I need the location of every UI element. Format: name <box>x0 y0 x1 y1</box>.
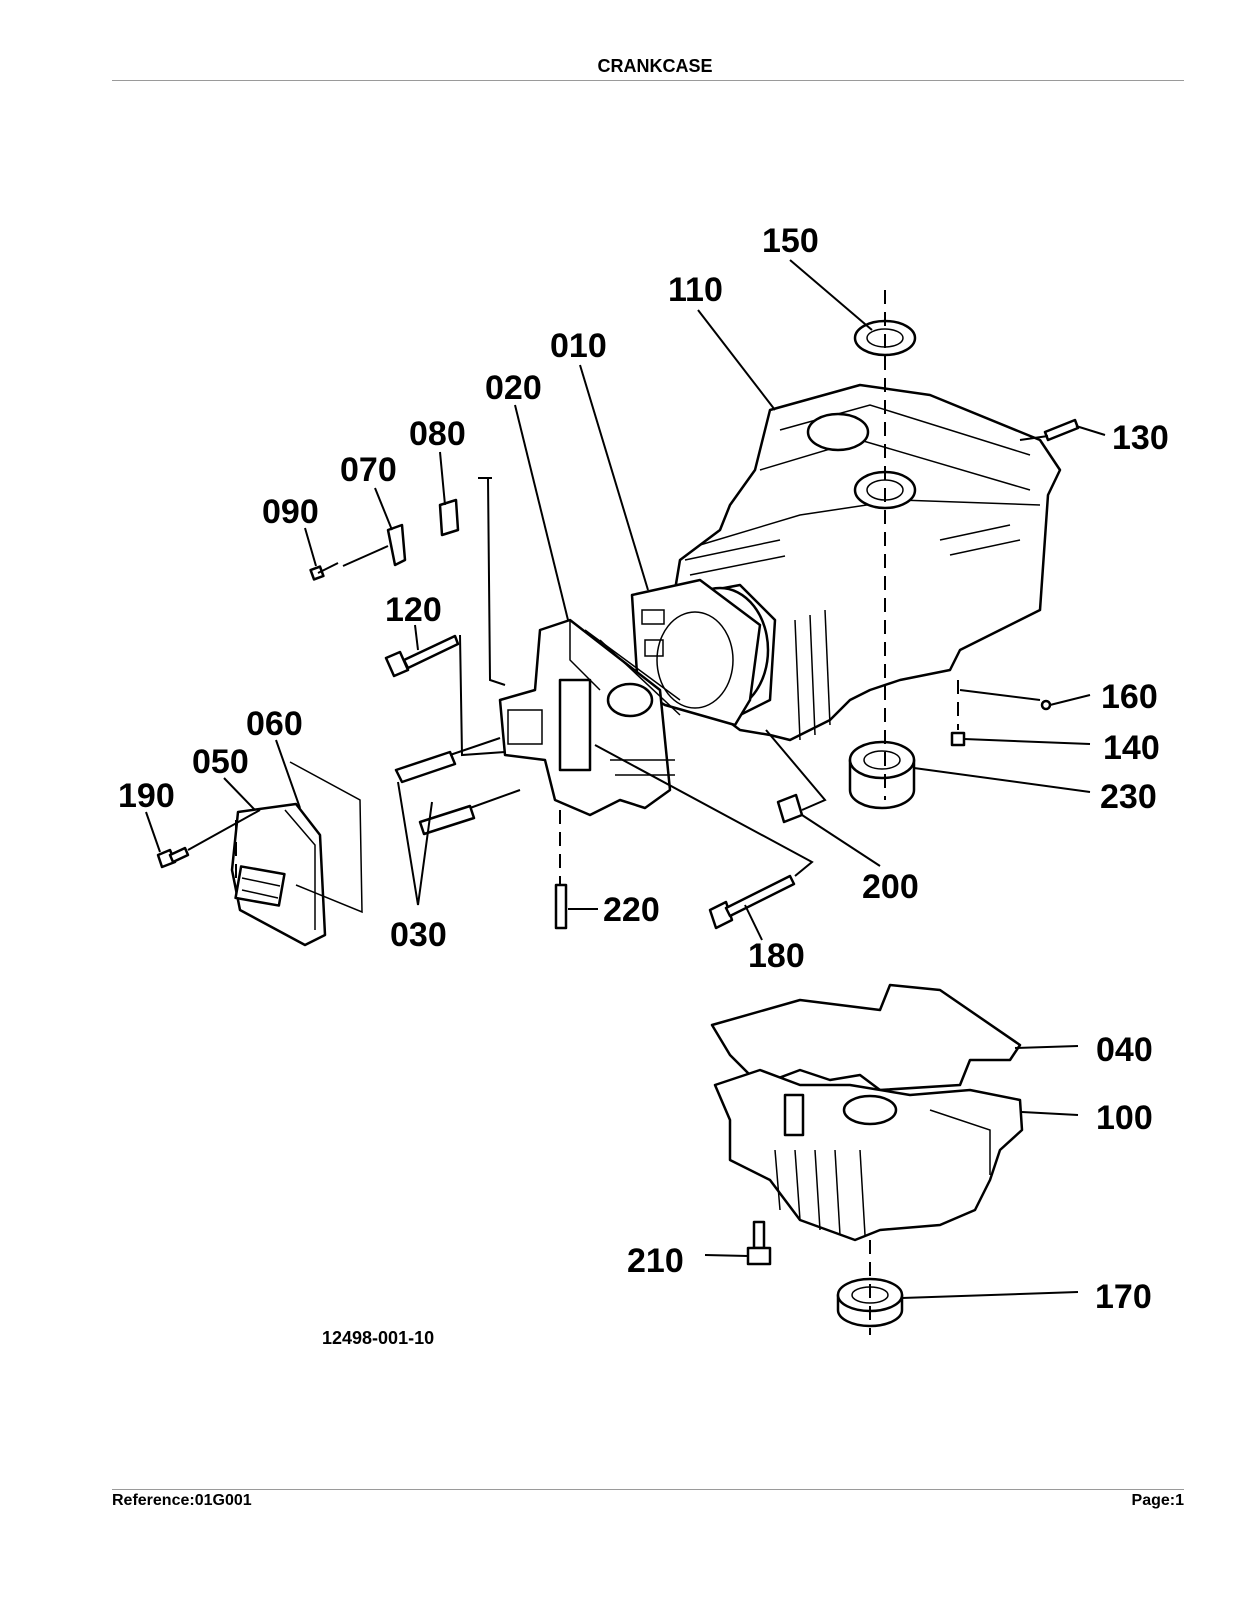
rocker-cover-gasket <box>289 761 363 914</box>
leader-lines <box>145 259 1106 1299</box>
callout-140: 140 <box>1103 729 1160 767</box>
footer-reference: Reference:01G001 <box>112 1492 252 1509</box>
callout-230: 230 <box>1100 778 1157 816</box>
callout-150: 150 <box>762 222 819 260</box>
callout-220: 220 <box>603 891 660 929</box>
header-divider <box>112 80 1184 81</box>
callout-100: 100 <box>1096 1099 1153 1137</box>
callout-050: 050 <box>192 743 249 781</box>
oil-pan <box>713 1068 1024 1242</box>
callout-130: 130 <box>1112 419 1169 457</box>
callout-090: 090 <box>262 493 319 531</box>
callout-020: 020 <box>485 369 542 407</box>
rocker-cover <box>230 802 327 947</box>
callout-170: 170 <box>1095 1278 1152 1316</box>
footer-page-number: Page:1 <box>1131 1492 1184 1509</box>
figure-reference: 12498-001-10 <box>322 1328 434 1348</box>
page-title: CRANKCASE <box>597 56 713 76</box>
callout-070: 070 <box>340 451 397 489</box>
callout-labels: 150 110 010 020 080 070 090 130 120 060 … <box>118 222 1169 1316</box>
callout-120: 120 <box>385 591 442 629</box>
callout-080: 080 <box>409 415 466 453</box>
assembly-lines <box>187 290 959 1335</box>
callout-160: 160 <box>1101 678 1158 716</box>
bolts-and-studs <box>156 418 1080 1266</box>
callout-210: 210 <box>627 1242 684 1280</box>
callout-190: 190 <box>118 777 175 815</box>
footer-divider <box>112 1489 1184 1490</box>
callout-200: 200 <box>862 868 919 906</box>
cylinder-head <box>498 618 681 817</box>
ball-bearing <box>848 740 916 810</box>
callout-010: 010 <box>550 327 607 365</box>
callout-060: 060 <box>246 705 303 743</box>
callout-110: 110 <box>668 271 723 309</box>
callout-180: 180 <box>748 937 805 975</box>
callout-040: 040 <box>1096 1031 1153 1069</box>
callout-030: 030 <box>390 916 447 954</box>
